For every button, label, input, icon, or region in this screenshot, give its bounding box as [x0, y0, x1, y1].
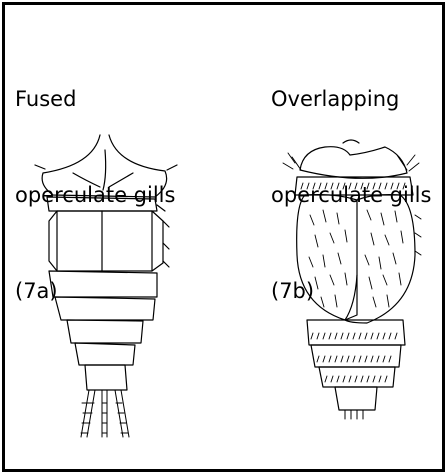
terminal-segment	[335, 387, 377, 410]
wing-pads	[42, 135, 167, 197]
cerci	[81, 390, 129, 437]
illustration-overlapping-gills	[283, 140, 421, 419]
head	[300, 147, 407, 179]
fused-operculate-gills	[57, 211, 152, 271]
illustration-fused-gills	[35, 135, 177, 437]
abdominal-segment	[307, 320, 405, 345]
gill-hair-texture	[309, 210, 403, 307]
left-operculate-gill	[297, 195, 357, 320]
abdominal-segment	[295, 177, 413, 195]
abdominal-segment	[49, 271, 157, 297]
cerci	[345, 410, 363, 419]
terminal-segment	[85, 365, 127, 390]
abdominal-segment	[47, 197, 157, 211]
right-operculate-gill	[345, 195, 415, 323]
